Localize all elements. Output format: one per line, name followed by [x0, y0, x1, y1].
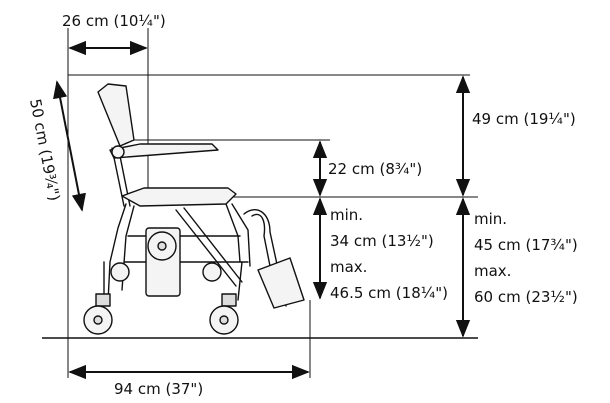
inner-max-label: max.: [330, 258, 367, 276]
brake-wheel: [110, 262, 130, 282]
outer-min-label: min.: [474, 210, 507, 228]
armrest-pivot: [111, 145, 125, 159]
caster-wheel-front: [209, 293, 239, 335]
backrest: [97, 83, 135, 147]
seat-width-label: 26 cm (10¼"): [62, 12, 166, 30]
footplate: [257, 257, 305, 309]
backrest-height-arrow: [53, 80, 86, 212]
dimension-arrows: [53, 40, 471, 380]
inner-min-value: 34 cm (13½"): [330, 232, 434, 250]
seat: [121, 187, 237, 207]
outer-max-value: 60 cm (23½"): [474, 288, 578, 306]
armrest: [109, 143, 219, 159]
footrest-bracket: [243, 209, 287, 307]
inner-max-value: 46.5 cm (18¼"): [330, 284, 448, 302]
caster-wheel-rear: [83, 293, 113, 335]
inner-min-label: min.: [330, 206, 363, 224]
upper-height-label: 49 cm (19¼"): [472, 110, 576, 128]
outer-min-value: 45 cm (17¾"): [474, 236, 578, 254]
shower-chair-illustration: [83, 83, 305, 335]
armrest-height-label: 22 cm (8¾"): [328, 160, 422, 178]
outer-max-label: max.: [474, 262, 511, 280]
backrest-height-label: 50 cm (19¾"): [26, 97, 63, 202]
overall-length-label: 94 cm (37"): [114, 380, 203, 398]
